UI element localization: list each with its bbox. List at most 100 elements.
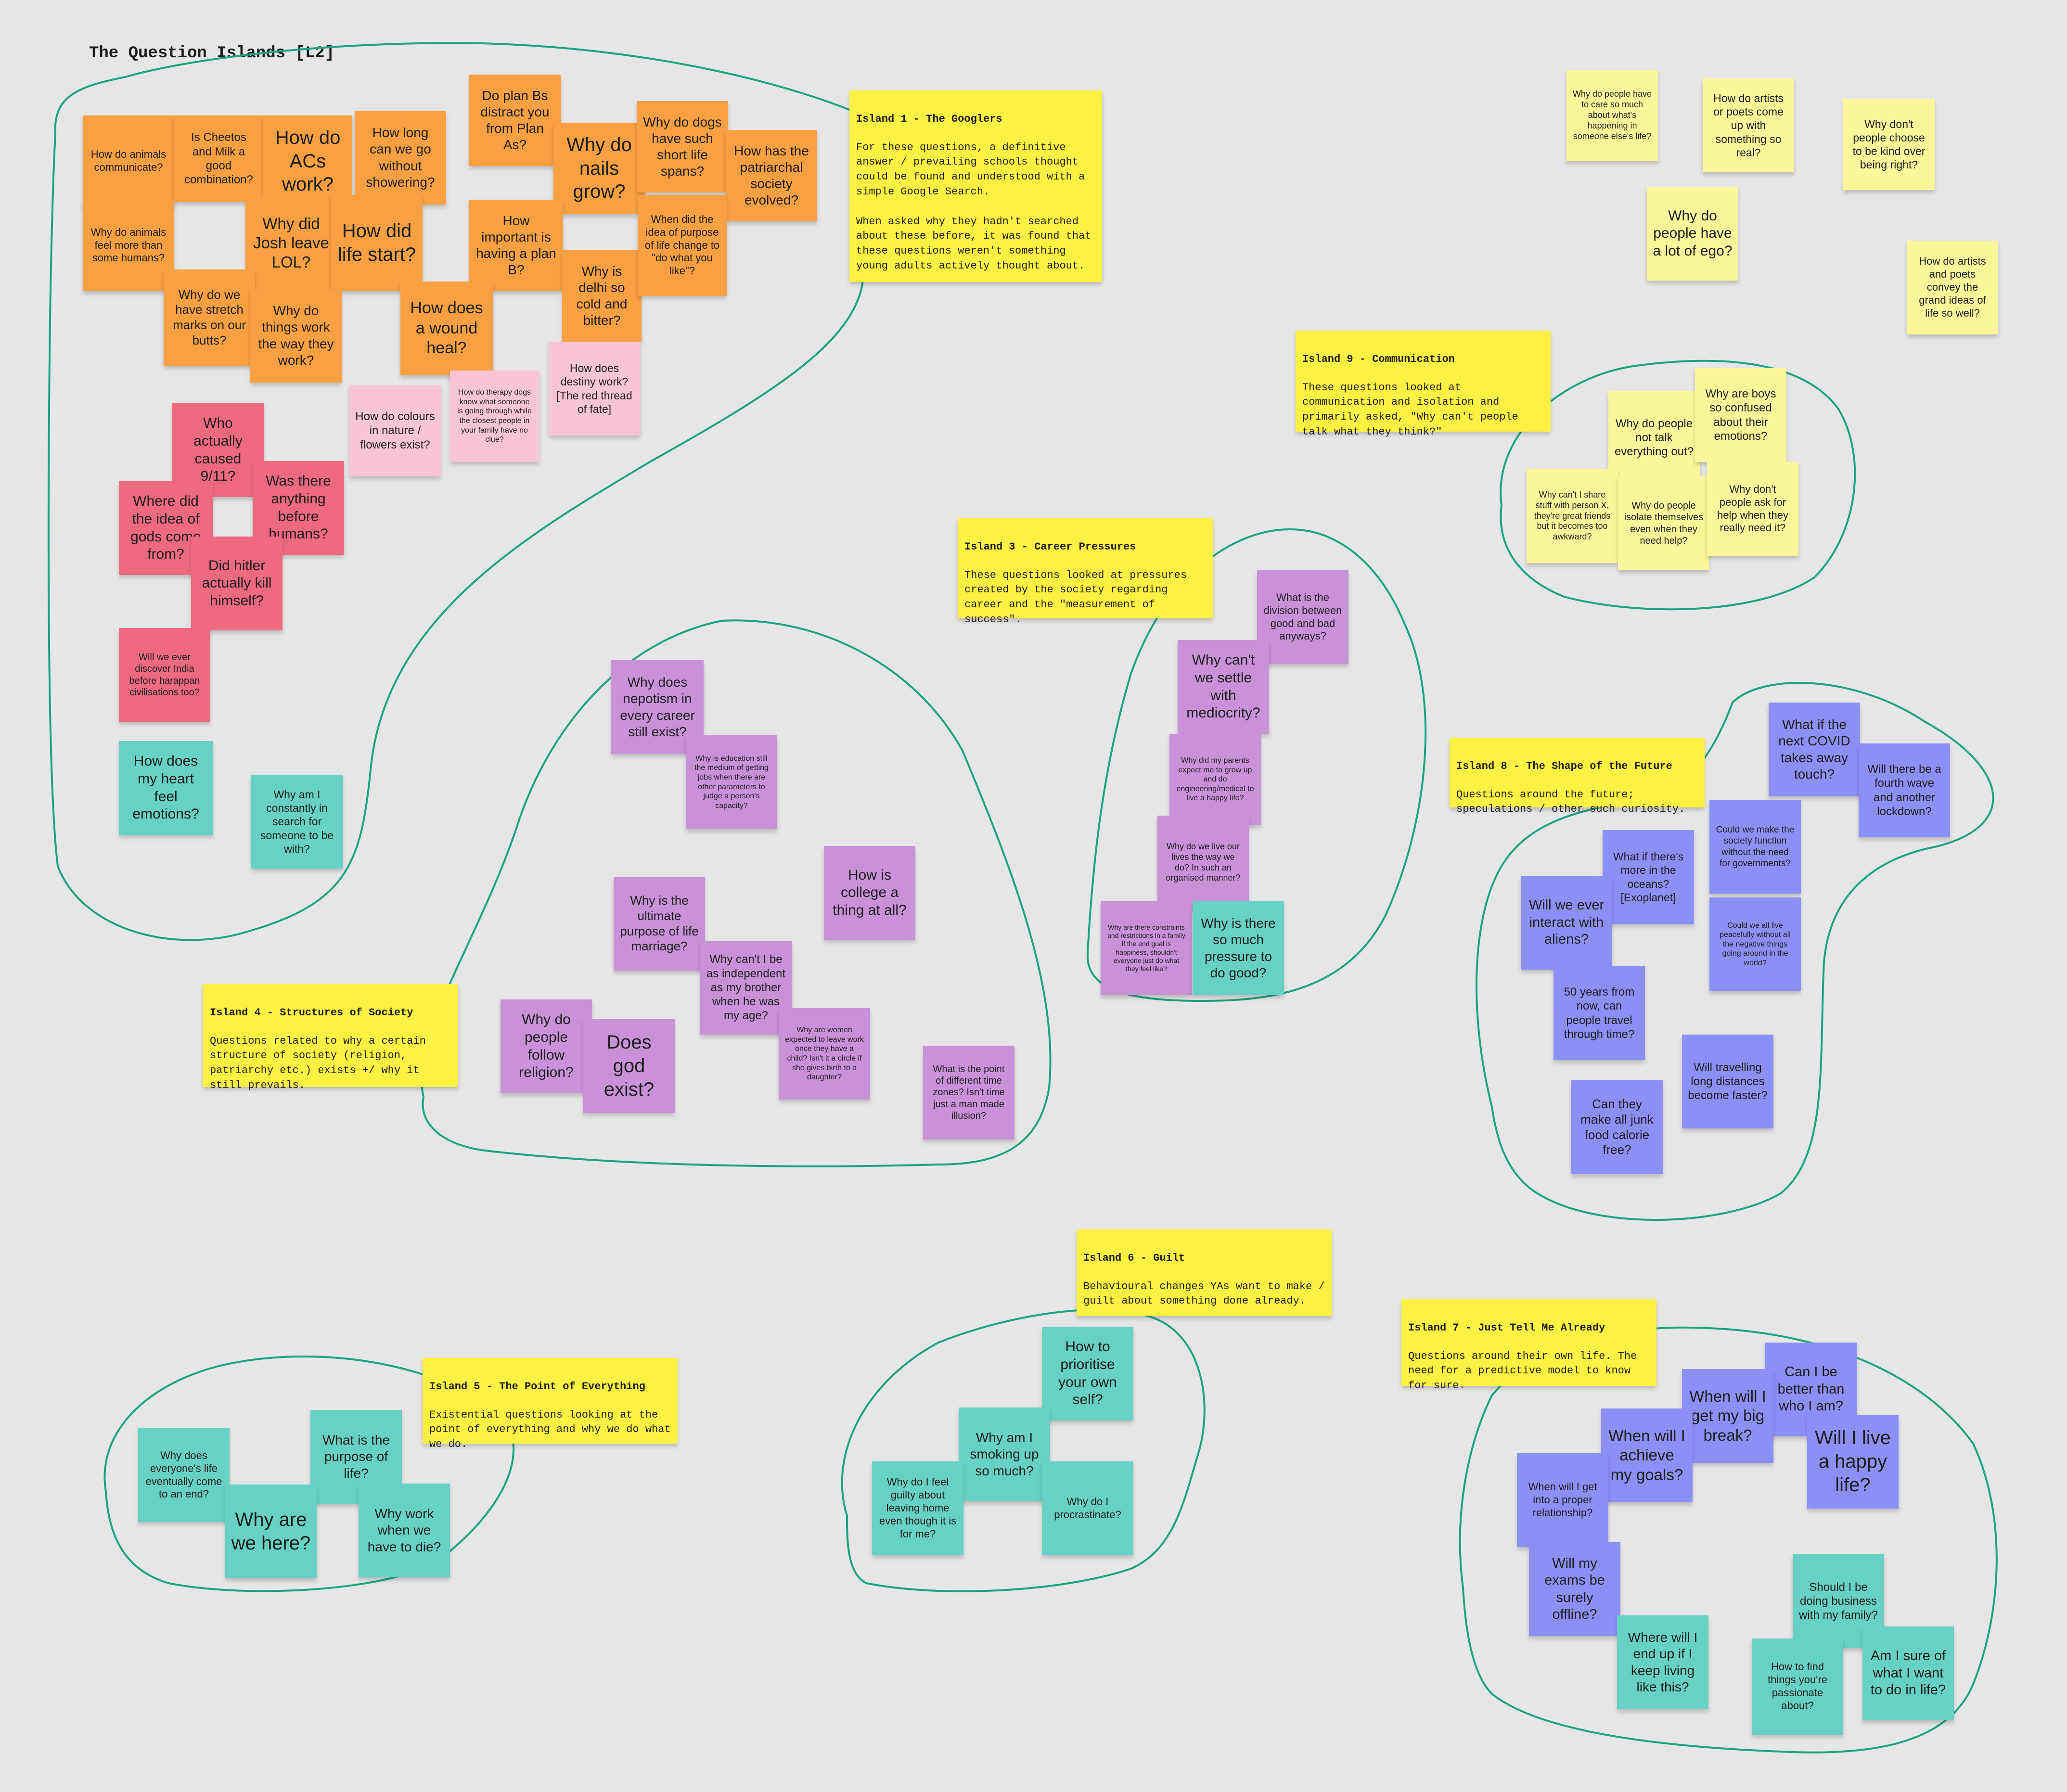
island-4-outline — [421, 619, 1052, 1167]
sticky-note[interactable]: Why is education still the medium of get… — [686, 735, 777, 829]
sticky-note[interactable]: How to prioritise your own self? — [1042, 1327, 1133, 1421]
island-8-outline — [1475, 682, 1994, 1221]
sticky-note[interactable]: Why do things work the way they work? — [250, 289, 342, 383]
island-5-title: Island 5 - The Point of Everything — [429, 1380, 645, 1393]
sticky-note[interactable]: Who actually caused 9/11? — [172, 403, 264, 497]
sticky-note[interactable]: What if the next COVID takes away touch? — [1769, 703, 1860, 796]
sticky-note[interactable]: Why do people have to care so much about… — [1566, 70, 1658, 161]
sticky-note[interactable]: Why do nails grow? — [553, 123, 645, 214]
sticky-note[interactable]: Why am I smoking up so much? — [959, 1408, 1050, 1501]
sticky-note[interactable]: Do plan Bs distract you from Plan As? — [469, 75, 561, 166]
sticky-note[interactable]: When will I get into a proper relationsh… — [1517, 1453, 1608, 1547]
sticky-note[interactable]: Why do people have a lot of ego? — [1647, 187, 1738, 281]
sticky-note[interactable]: Will there be a fourth wave and another … — [1859, 743, 1950, 837]
sticky-note[interactable]: How long can we go without showering? — [355, 111, 446, 205]
sticky-note[interactable]: How do colours in nature / flowers exist… — [349, 385, 441, 476]
island-8-text: Questions around the future; speculation… — [1456, 788, 1685, 816]
sticky-note[interactable]: Why do people not talk everything out? — [1608, 391, 1700, 485]
sticky-note[interactable]: When will I achieve my goals? — [1601, 1408, 1693, 1502]
sticky-note[interactable]: How to find things you're passionate abo… — [1752, 1638, 1843, 1735]
sticky-note[interactable]: Why do animals feel more than some human… — [83, 200, 174, 291]
sticky-note[interactable]: How does destiny work? [The red thread o… — [549, 342, 640, 435]
sticky-note[interactable]: How do artists and poets convey the gran… — [1907, 241, 1998, 334]
sticky-note[interactable]: How has the patriarchal society evolved? — [726, 130, 817, 221]
sticky-note[interactable]: Why am I constantly in search for someon… — [251, 775, 343, 869]
island-6-title: Island 6 - Guilt — [1083, 1252, 1185, 1264]
sticky-note[interactable]: Why is the ultimate purpose of life marr… — [614, 877, 705, 971]
sticky-note[interactable]: What if there's more in the oceans? [Exo… — [1603, 830, 1694, 924]
island-6-text: Behavioural changes YAs want to make / g… — [1083, 1280, 1325, 1307]
sticky-note[interactable]: Why is delhi so cold and bitter? — [562, 250, 642, 342]
sticky-note[interactable]: Why are boys so confused about their emo… — [1695, 368, 1786, 462]
sticky-note[interactable]: How do animals communicate? — [83, 115, 174, 207]
sticky-note[interactable]: Where will I end up if I keep living lik… — [1617, 1615, 1708, 1709]
sticky-note[interactable]: Why do I feel guilty about leaving home … — [872, 1461, 963, 1555]
sticky-note[interactable]: Did hitler actually kill himself? — [191, 537, 282, 630]
sticky-note[interactable]: Why work when we have to die? — [359, 1484, 450, 1577]
sticky-note[interactable]: Will travelling long distances become fa… — [1682, 1035, 1773, 1128]
island-3-outline — [1086, 528, 1427, 1002]
sticky-note[interactable]: Am I sure of what I want to do in life? — [1862, 1626, 1954, 1720]
sticky-note[interactable]: Will I live a happy life? — [1807, 1415, 1899, 1509]
sticky-note[interactable]: Why are there constraints and restrictio… — [1101, 901, 1192, 995]
sticky-note[interactable]: Why is there so much pressure to do good… — [1193, 901, 1284, 995]
sticky-note[interactable]: Why did my parents expect me to grow up … — [1169, 734, 1261, 825]
sticky-note[interactable]: Why are we here? — [225, 1485, 317, 1578]
sticky-note[interactable]: Will we ever discover India before harap… — [119, 628, 210, 722]
sticky-note[interactable]: When did the idea of purpose of life cha… — [638, 195, 727, 296]
sticky-note[interactable]: Why do people follow religion? — [501, 999, 592, 1093]
sticky-note[interactable]: How important is having a plan B? — [469, 200, 563, 291]
sticky-note[interactable]: Does god exist? — [583, 1019, 675, 1113]
sticky-note[interactable]: Why are women expected to leave work onc… — [779, 1008, 870, 1100]
sticky-note[interactable]: Could we make the society function witho… — [1709, 800, 1801, 894]
sticky-note[interactable]: How is college a thing at all? — [824, 846, 915, 940]
sticky-note[interactable]: Will my exams be surely offline? — [1529, 1542, 1620, 1636]
sticky-note[interactable]: When will I get my big break? — [1682, 1369, 1773, 1463]
island-5-text: Existential questions looking at the poi… — [429, 1408, 671, 1451]
sticky-note[interactable]: How do ACs work? — [263, 115, 352, 207]
island-4-title: Island 4 - Structures of Society — [210, 1006, 413, 1019]
sticky-note[interactable]: Why can't we settle with mediocrity? — [1178, 640, 1269, 734]
sticky-note[interactable]: Why do we live our lives the way we do? … — [1157, 816, 1249, 909]
sticky-note[interactable]: Why do we have stretch marks on our butt… — [164, 269, 255, 366]
sticky-note[interactable]: Why do I procrastinate? — [1042, 1461, 1133, 1555]
island-7-text: Questions around their own life. The nee… — [1408, 1350, 1637, 1392]
sticky-note[interactable]: How did life start? — [331, 195, 423, 291]
sticky-note[interactable]: Why do dogs have such short life spans? — [637, 101, 728, 192]
island-8-title: Island 8 - The Shape of the Future — [1456, 760, 1672, 772]
island-1-text: For these questions, a definitive answer… — [856, 141, 1091, 272]
sticky-note[interactable]: What is the point of different time zone… — [923, 1046, 1014, 1139]
sticky-note[interactable]: How do therapy dogs know what someone is… — [450, 371, 539, 462]
island-5-outline — [103, 1355, 515, 1592]
sticky-note[interactable]: Can they make all junk food calorie free… — [1571, 1080, 1663, 1174]
sticky-note[interactable]: Why don't people ask for help when they … — [1707, 462, 1798, 556]
island-9-outline — [1500, 359, 1856, 611]
sticky-note[interactable]: Is Cheetos and Milk a good combination? — [174, 115, 263, 202]
sticky-note[interactable]: Why don't people choose to be kind over … — [1843, 99, 1935, 190]
sticky-note[interactable]: Will we ever interact with aliens? — [1521, 876, 1612, 970]
island-3-title: Island 3 - Career Pressures — [964, 540, 1136, 553]
sticky-note[interactable]: Why can't I share stuff with person X, t… — [1527, 469, 1618, 563]
sticky-note[interactable]: Why did Josh leave LOL? — [245, 197, 337, 289]
sticky-note[interactable]: What is the division between good and ba… — [1257, 570, 1348, 664]
sticky-note[interactable]: How does a wound heal? — [400, 282, 493, 375]
island-3-text: These questions looked at pressures crea… — [964, 569, 1187, 626]
sticky-note[interactable]: Could we all live peacefully without all… — [1709, 897, 1801, 991]
sticky-note[interactable]: Why does everyone's life eventually come… — [138, 1428, 230, 1522]
sticky-note[interactable]: Why can't I be as independent as my brot… — [700, 941, 792, 1035]
sticky-note[interactable]: How does my heart feel emotions? — [119, 741, 213, 835]
island-6-outline — [841, 1308, 1206, 1592]
island-9-title: Island 9 - Communication — [1302, 353, 1455, 365]
sticky-note[interactable]: How do artists or poets come up with som… — [1703, 78, 1794, 172]
island-4-text: Questions related to why a certain struc… — [210, 1035, 426, 1091]
sticky-note[interactable]: 50 years from now, can people travel thr… — [1553, 966, 1645, 1060]
sticky-note[interactable]: Why do people isolate themselves even wh… — [1618, 476, 1709, 570]
